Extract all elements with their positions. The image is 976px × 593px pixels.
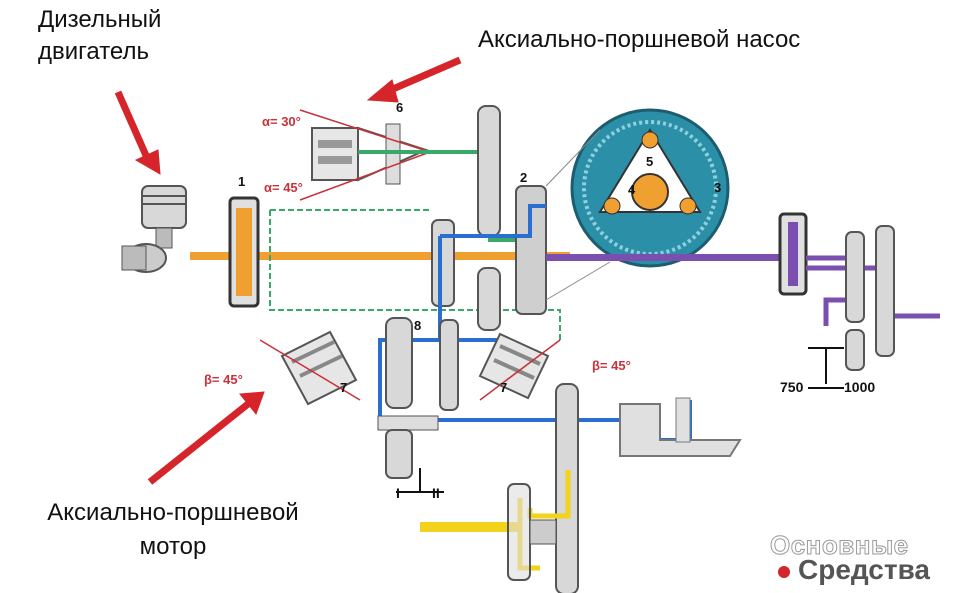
piston-icon [478,332,550,400]
part-number: 7 [500,380,507,395]
piston-icon [121,185,187,273]
speed-750-label: 750 [780,379,804,395]
gear-one-label: I [396,485,400,501]
alpha-45-label: α= 45° [264,180,303,195]
part-number: 5 [646,154,653,169]
gear-two-label: II [432,485,440,501]
alpha-30-label: α= 30° [262,114,301,129]
part-number: 4 [628,182,636,197]
logo-dot [778,566,790,578]
part-number: 3 [714,180,721,195]
beta-right-label: β= 45° [592,358,631,373]
planetary-gear-icon [570,108,730,268]
part-number: 2 [520,170,527,185]
beta-left-label: β= 45° [204,372,243,387]
logo-top-text: Основные [770,530,909,561]
axial-pump-label: Аксиально-поршневой насос [478,26,801,53]
arrow-icon [114,90,161,175]
arrow-icon [366,56,462,103]
logo-bottom-text: Средства [798,554,931,585]
part-number: 8 [414,318,421,333]
arrow-icon [147,391,265,485]
part-number: 7 [340,380,347,395]
diesel-engine-label: Дизельный двигатель [38,6,162,65]
axial-motor-label: Аксиально-поршневой мотор [47,499,299,560]
part-number: 1 [238,174,245,189]
part-number: 6 [396,100,403,115]
speed-1000-label: 1000 [844,379,875,395]
brand-logo: Основные Средства [770,530,970,590]
